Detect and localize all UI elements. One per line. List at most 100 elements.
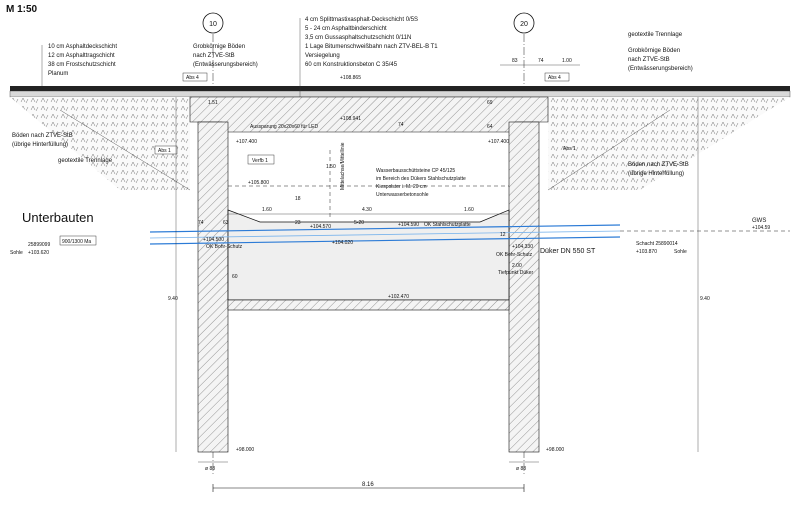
layer-top-5: Versiegelung	[305, 53, 340, 59]
tiefpunkt-label: Tiefpunkt Düker	[498, 270, 533, 276]
note-1: Wasserbausschüttsteine CP 45/125	[376, 168, 455, 174]
dim-12: 12	[500, 232, 506, 238]
note-3: Kiespolster i. M. 20 cm	[376, 184, 427, 190]
dim-160-right: 1.60	[464, 207, 474, 213]
layer-top-3: 3,5 cm Gussasphaltschutzschicht 0/11N	[305, 35, 411, 41]
slope-line-right	[547, 109, 671, 191]
layer-left-4: Planum	[48, 71, 68, 77]
dueker-label: Düker DN 550 ST	[540, 248, 596, 255]
level-pipe-left: +104.500	[203, 237, 224, 243]
right-abs1: Abs 1	[563, 146, 576, 152]
dim-430: 4.30	[362, 207, 372, 213]
left-boden-line1: Böden nach ZTVE-StB	[12, 133, 73, 139]
dim-64: 64	[487, 124, 493, 130]
left-abs1-box	[154, 145, 178, 155]
dim-940-left: 9.40	[168, 296, 178, 302]
scale-label: M 1:50	[6, 4, 38, 15]
dim-160-left: 1.60	[262, 207, 272, 213]
dim-100: 1.00	[562, 58, 572, 64]
left-abs4: Abs 4	[186, 75, 199, 81]
dim-200: 2.00	[512, 263, 522, 269]
dim-74-top: 74	[538, 58, 544, 64]
soil-right	[548, 97, 790, 190]
profile-box	[59, 235, 97, 246]
schacht-right-level: +103.870	[636, 249, 657, 255]
right-grob-line3: (Entwässerungsbereich)	[628, 66, 693, 72]
pile-note-left: OK Bohr-Schutz	[206, 244, 243, 250]
schacht-right-sohle: Sohle	[674, 249, 687, 255]
road-base	[9, 90, 791, 98]
left-abs4-box	[182, 72, 208, 82]
level-left-ledge: +107.400	[236, 139, 257, 145]
level-pipe-right: +104.330	[512, 244, 533, 250]
right-grob-line2: nach ZTVE-StB	[628, 57, 670, 63]
level-bottom-left: +104.570	[310, 224, 331, 230]
layer-top-1: 4 cm Splittmastixasphalt-Deckschicht 0/5…	[305, 17, 418, 23]
layers-top-list: 4 cm Splittmastixasphalt-Deckschicht 0/5…	[305, 17, 438, 68]
wall-right	[508, 121, 540, 453]
pile-note-right: OK Bohr-Schutz	[496, 252, 533, 258]
dim-69: 69	[487, 100, 493, 106]
axis-label-right: 20	[520, 21, 528, 28]
dueker-pipe-center	[149, 230, 621, 239]
stahl-label: OK Stahlschutzplatte	[424, 222, 471, 228]
schacht-left-sohle: Sohle	[10, 250, 23, 256]
layer-left-1: 10 cm Asphaltdeckschicht	[48, 44, 117, 50]
gws-level: +104.59	[752, 225, 770, 231]
axis-marker-left	[202, 12, 224, 34]
right-trennlage: geotextile Trennlage	[628, 32, 683, 38]
level-top: +108.865	[340, 75, 361, 81]
profile-label: 900/1300 Ma	[62, 239, 91, 245]
level-pipe-mid: +104.020	[332, 240, 353, 246]
left-abs1: Abs 1	[158, 148, 171, 154]
layers-left-list: 10 cm Asphaltdeckschicht 12 cm Asphalttr…	[48, 44, 117, 77]
dueker-pipe-bottom	[149, 236, 621, 245]
left-grob-line1: Grobkörnige Böden	[193, 44, 245, 50]
dim-74-bottom: 74	[198, 220, 204, 226]
schacht-left-id: 25899099	[28, 242, 50, 248]
level-deck-under: +108.941	[340, 116, 361, 122]
dim-74: 74	[398, 122, 404, 128]
level-foot-right: +98.000	[546, 447, 564, 453]
level-right-ledge: +107.400	[488, 139, 509, 145]
axis-marker-right	[513, 12, 535, 34]
dim-88-left: ø 88	[205, 466, 215, 472]
dim-88-right: ø 88	[516, 466, 526, 472]
deck-slab	[189, 96, 549, 133]
dim-83: 83	[512, 58, 518, 64]
layer-left-3: 38 cm Frostschutzschicht	[48, 62, 116, 68]
slope-line-left	[59, 109, 191, 191]
right-boden-line1: Böden nach ZTVE-StB	[628, 162, 689, 168]
road-surface	[10, 86, 790, 91]
left-trennlage: geotextile Trennlage	[58, 158, 113, 164]
layer-top-2: 5 - 24 cm Asphaltbinderschicht	[305, 26, 387, 32]
dim-150: 1.50	[326, 164, 336, 170]
dueker-pipe-top	[149, 224, 621, 233]
dim-total: 8.16	[362, 482, 374, 488]
right-boden-line2: (übrige Hinterfüllung)	[628, 171, 684, 177]
layer-top-4: 1 Lage Bitumenschweißbahn nach ZTV-BEL-B…	[305, 44, 438, 50]
mittel-label: Mittelachse/Mittellinie	[340, 142, 346, 190]
note-4: Unterwasserbetonsohle	[376, 192, 429, 198]
right-abs4-box	[544, 72, 570, 82]
left-grob-line2: nach ZTVE-StB	[193, 53, 235, 59]
soil-left	[10, 97, 190, 190]
unterbauten-label: Unterbauten	[22, 210, 94, 225]
foundation-sole	[227, 299, 510, 311]
level-water: +105.800	[248, 180, 269, 186]
left-boden-line2: (übrige Hinterfüllung)	[12, 142, 68, 148]
right-grob-line1: Grobkörnige Böden	[628, 48, 680, 54]
layer-left-2: 12 cm Asphalttragschicht	[48, 53, 115, 59]
layer-top-6: 60 cm Konstruktionsbeton C 35/45	[305, 62, 398, 68]
schacht-right: Schacht 25890014	[636, 241, 678, 247]
aussparung-label: Aussparung 20x20x60 für LED	[250, 124, 318, 130]
verfb-label: Verfb 1	[252, 158, 268, 164]
level-foot-left: +98.000	[236, 447, 254, 453]
level-sole: +102.470	[388, 294, 409, 300]
dim-940-right: 9.40	[700, 296, 710, 302]
dim-151: 1.51	[208, 100, 218, 106]
axis-label-left: 10	[209, 21, 217, 28]
note-2: im Bereich des Dükers Stahlschutzplatte	[376, 176, 466, 182]
